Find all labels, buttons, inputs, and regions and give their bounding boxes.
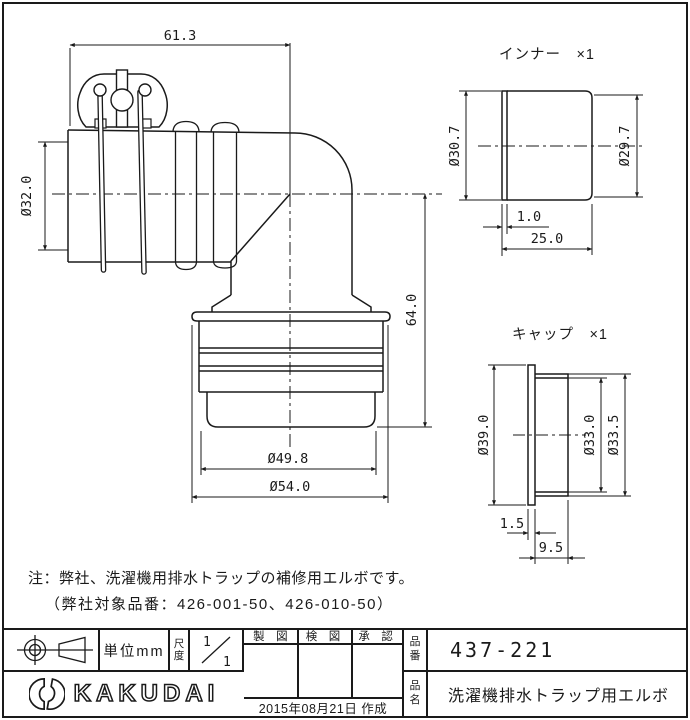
cap-skirt xyxy=(535,373,569,497)
scale-cell: 尺度 1 1 xyxy=(170,630,244,672)
main-elbow-view: 61.3 Ø32.0 64.0 Ø49.8 Ø54.0 xyxy=(19,28,442,503)
part-no-label: 品番 xyxy=(409,636,421,662)
unit-cell: 単位mm xyxy=(100,630,170,672)
base-cylinder xyxy=(198,321,384,393)
cap-part-view: キャップ ×1 Ø39.0 Ø33.0 Ø33.5 1.5 9.5 xyxy=(476,326,631,564)
col-draft-label: 製 図 xyxy=(253,631,288,643)
drain-cup xyxy=(206,392,376,428)
dim-cap-depth-label: 9.5 xyxy=(539,540,563,556)
dim-cap-outer-dia-label: Ø33.5 xyxy=(606,415,622,456)
inner-part-view: インナー ×1 Ø30.7 Ø29.7 1.0 25.0 xyxy=(447,47,646,256)
brand-name: KAKUDAI xyxy=(73,679,220,708)
clamp-screw-hole xyxy=(110,88,134,112)
elbow-inner-corner xyxy=(230,193,291,295)
dim-inner-length-label: 25.0 xyxy=(531,231,564,247)
dim-width-label: 61.3 xyxy=(164,28,197,44)
part-name-label: 品名 xyxy=(409,680,421,706)
part-name-label-cell: 品名 xyxy=(404,672,428,716)
dim-inner-flange-thk-label: 1.0 xyxy=(517,209,541,225)
dim-cap-flange-thk-label: 1.5 xyxy=(500,516,524,532)
drawing-note: 注：弊社、洗濯機用排水トラップの補修用エルボです。 （弊社対象品番：426-00… xyxy=(28,566,414,618)
elbow-flare xyxy=(211,294,372,312)
inner-body xyxy=(507,90,593,201)
note-line-2: （弊社対象品番：426-001-50、426-010-50） xyxy=(45,596,394,613)
ext-line xyxy=(38,141,68,251)
dim-cap-flange-dia-label: Ø39.0 xyxy=(476,415,492,456)
creation-date: 2015年08月21日 作成 xyxy=(244,697,402,716)
ext-line xyxy=(568,373,631,497)
part-no-label-cell: 品番 xyxy=(404,630,428,672)
title-block: 単位mm 尺度 1 1 KAKUDAI 製 図 検 図 承 認 xyxy=(4,628,686,716)
cap-flange xyxy=(527,364,536,506)
scale-value: 1 1 xyxy=(190,630,242,670)
ext-line xyxy=(191,325,389,503)
part-name-cell: 洗濯機排水トラップ用エルボ xyxy=(428,672,686,716)
unit-label: 単位mm xyxy=(103,643,165,660)
part-name: 洗濯機排水トラップ用エルボ xyxy=(448,688,670,705)
dim-flange-dia-label: Ø54.0 xyxy=(270,479,311,495)
kakudai-logo-icon xyxy=(28,677,65,711)
drawing-canvas: 61.3 Ø32.0 64.0 Ø49.8 Ø54.0 インナー ×1 Ø30.… xyxy=(19,28,646,564)
hose-bead-bottom-2 xyxy=(212,261,238,269)
dim-inner-inner-dia-label: Ø29.7 xyxy=(617,126,633,167)
clamp-wires xyxy=(97,89,147,275)
dim-inner-outer-dia-label: Ø30.7 xyxy=(447,126,463,167)
approval-block: 製 図 検 図 承 認 2015年08月21日 作成 xyxy=(244,630,404,716)
hose-bead-top-2 xyxy=(210,121,240,132)
dim-height-label: 64.0 xyxy=(404,294,420,327)
brand-cell: KAKUDAI xyxy=(4,672,244,716)
dim-cap-inner-dia-label: Ø33.0 xyxy=(582,415,598,456)
part-no-cell: 437-221 xyxy=(428,630,686,672)
third-angle-projection-icon xyxy=(17,635,93,665)
hose-bead-bottom-1 xyxy=(174,261,198,271)
part-number: 437-221 xyxy=(450,638,556,662)
pipe-outer-top xyxy=(67,129,353,295)
scale-numerator: 1 xyxy=(203,635,211,650)
cylinder-ribs xyxy=(199,347,383,372)
cap-part-title: キャップ ×1 xyxy=(512,326,608,343)
note-line-1: 注：弊社、洗濯機用排水トラップの補修用エルボです。 xyxy=(28,570,415,587)
scale-label: 尺度 xyxy=(173,637,185,662)
base-flange xyxy=(191,311,391,322)
inner-part-title: インナー ×1 xyxy=(499,47,595,63)
projection-symbol-cell xyxy=(4,630,100,672)
ext-line xyxy=(594,94,643,198)
scale-denominator: 1 xyxy=(223,655,231,670)
dim-cup-dia-label: Ø49.8 xyxy=(268,451,309,467)
hose-bead-top-1 xyxy=(172,120,200,132)
col-approve-label: 承 認 xyxy=(358,631,393,643)
approval-header-row: 製 図 検 図 承 認 xyxy=(244,630,402,645)
scale-label-box: 尺度 xyxy=(170,630,190,670)
ext-line xyxy=(501,204,508,256)
dim-inlet-dia-label: Ø32.0 xyxy=(19,176,35,217)
col-check-label: 検 図 xyxy=(305,631,341,643)
